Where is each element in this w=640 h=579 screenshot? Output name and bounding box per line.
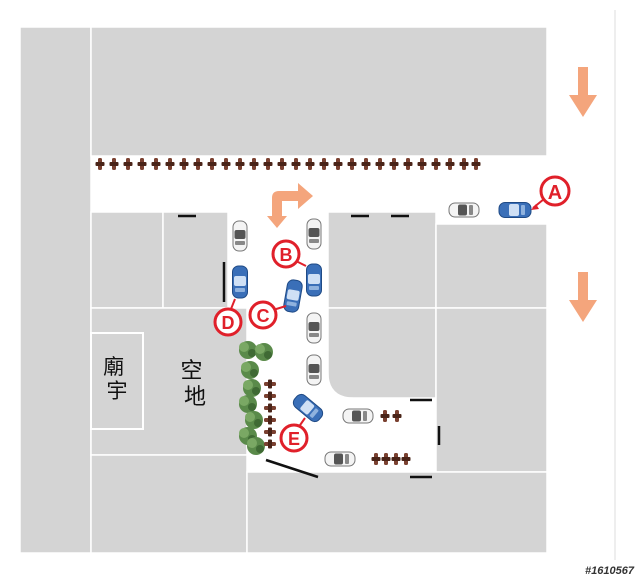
block-east-upper xyxy=(435,223,548,309)
watermark: #1610567 xyxy=(585,565,635,577)
marker-b: B xyxy=(271,239,307,269)
car-b xyxy=(306,263,322,297)
marker-d: D xyxy=(213,298,243,337)
car-d xyxy=(232,265,248,299)
marker-d-letter: D xyxy=(222,313,235,333)
marker-b-letter: B xyxy=(280,245,293,265)
block-mid-left-2 xyxy=(162,211,229,309)
block-east-middle xyxy=(435,307,548,473)
temple-label: 廟 宇 xyxy=(103,355,131,403)
direction-arrow-down-2 xyxy=(569,272,597,322)
direction-arrow-down-1 xyxy=(569,67,597,117)
car-a xyxy=(498,202,532,218)
temple-char-1: 廟 xyxy=(103,355,124,379)
block-west-tall xyxy=(19,26,92,554)
marker-e: E xyxy=(279,417,309,453)
temple-box xyxy=(90,332,144,430)
marker-c: C xyxy=(248,300,287,330)
marker-a: A xyxy=(531,175,571,210)
road-curb xyxy=(327,308,436,399)
marker-c-letter: C xyxy=(257,306,270,326)
marker-e-letter: E xyxy=(288,429,300,449)
block-south-right xyxy=(246,471,548,554)
block-south-left xyxy=(90,454,248,554)
open-space-char-2: 地 xyxy=(184,385,206,410)
open-space-char-1: 空 xyxy=(180,359,202,384)
road-corner-curve xyxy=(247,308,436,455)
marker-a-letter: A xyxy=(548,182,562,204)
temple-char-2: 宇 xyxy=(107,379,128,403)
block-central-upper xyxy=(327,211,437,309)
direction-arrow-turn xyxy=(267,183,313,228)
open-space-label: 空 地 xyxy=(180,359,209,410)
block-mid-left-1 xyxy=(90,211,164,309)
road-marks xyxy=(178,214,441,479)
block-north xyxy=(90,26,548,157)
block-central-lower xyxy=(327,307,437,399)
